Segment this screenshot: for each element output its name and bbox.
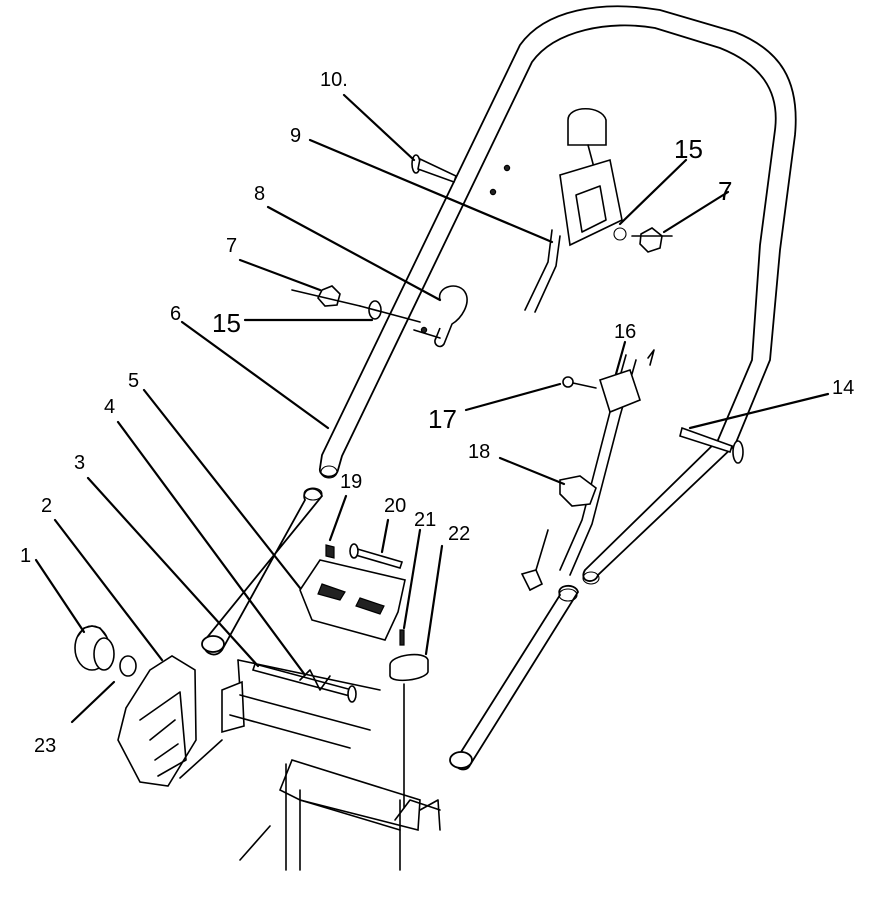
callout-1: 1 <box>20 545 31 567</box>
bolt-20 <box>349 543 404 569</box>
left-fasteners <box>291 285 468 348</box>
bolt-14 <box>679 426 744 464</box>
upper-handle <box>319 5 797 585</box>
callout-19: 19 <box>340 471 362 493</box>
bolt-10 <box>411 154 457 184</box>
callout-2: 2 <box>41 495 52 517</box>
callout-5: 5 <box>128 370 139 392</box>
pin-21 <box>399 629 405 646</box>
leader-lines <box>34 93 830 724</box>
callout-23: 23 <box>34 735 56 757</box>
cap-22 <box>389 653 429 682</box>
cable-assembly <box>520 349 655 592</box>
callout-14: 14 <box>832 377 854 399</box>
callout-17: 17 <box>428 404 457 434</box>
knob-1 <box>74 625 115 671</box>
callout-20: 20 <box>384 495 406 517</box>
washer-23 <box>119 655 137 677</box>
right-lower-handle <box>449 585 579 771</box>
callout-21: 21 <box>414 509 436 531</box>
callout-7-left: 7 <box>226 235 237 257</box>
callout-4: 4 <box>104 396 115 418</box>
screw-19 <box>325 544 335 559</box>
callout-10: 10. <box>320 69 348 91</box>
side-bracket <box>117 655 245 787</box>
rod-3 <box>237 659 381 703</box>
bracket-plate <box>299 559 406 641</box>
callout-16: 16 <box>614 321 636 343</box>
callout-6: 6 <box>170 303 181 325</box>
shift-lever-assembly <box>524 108 673 313</box>
callout-7-right: 7 <box>718 176 732 206</box>
callout-9: 9 <box>290 125 301 147</box>
callout-15-left: 15 <box>212 308 241 338</box>
callout-22: 22 <box>448 523 470 545</box>
base-frame <box>229 683 441 871</box>
callout-18: 18 <box>468 441 490 463</box>
callout-8: 8 <box>254 183 265 205</box>
callout-3: 3 <box>74 452 85 474</box>
lower-handle <box>201 487 324 656</box>
callout-15-right: 15 <box>674 134 703 164</box>
callout-labels: 1 2 3 4 5 6 7 7 8 9 10. 14 15 15 16 17 1… <box>20 69 854 757</box>
